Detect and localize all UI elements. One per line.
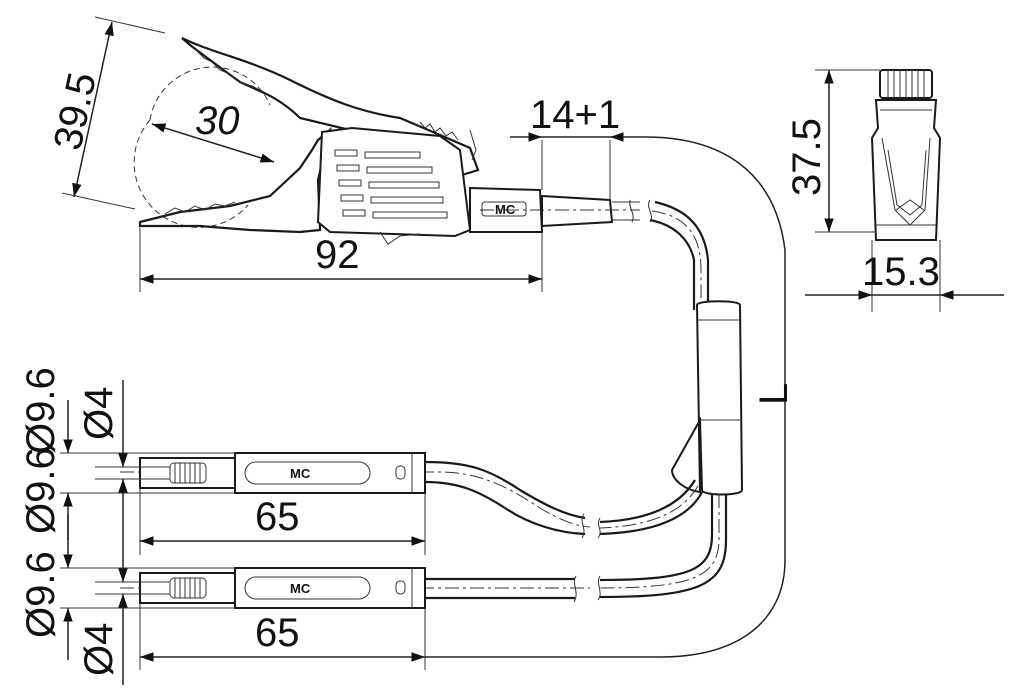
dim-plug1-body-dia-lower: Ø9.6 [19, 447, 63, 534]
cable: L [120, 136, 796, 658]
jaw-opening-circle [149, 66, 271, 121]
dim-jaw-opening: 30 [195, 99, 240, 143]
clip-side-view [870, 69, 942, 241]
upper-jaw [181, 37, 480, 177]
dim-cable-length: L [752, 383, 796, 405]
dim-plug1-pin-dia: Ø4 [77, 387, 121, 440]
cable-length-arc [644, 136, 786, 658]
dim-cable-offset: 14+1 [530, 93, 620, 137]
dim-plug2-body-dia: Ø9.6 [19, 551, 63, 638]
plug2-brand-label: MC [290, 581, 311, 596]
side-view-dimensions: 37.5 15.3 [785, 69, 1004, 312]
dim-side-width: 15.3 [862, 250, 940, 294]
clip-grip-slots [334, 149, 448, 219]
clip-dimensions: 39.5 30 92 14+1 [46, 16, 645, 292]
alligator-clip: MC [133, 37, 640, 245]
banana-plug-2: MC [139, 567, 426, 609]
plug1-brand-label: MC [290, 466, 311, 481]
dim-clip-length: 92 [315, 233, 360, 277]
dim-plug1-body-dia: Ø9.6 [19, 367, 63, 454]
plug-dimensions: Ø4 Ø9.6 Ø9.6 Ø9.6 Ø4 65 65 [19, 367, 660, 685]
dim-clip-height: 39.5 [46, 69, 105, 154]
banana-plug-1: MC [139, 452, 426, 494]
dim-plug1-length: 65 [255, 495, 300, 539]
dim-plug2-length: 65 [255, 611, 300, 655]
dim-side-height: 37.5 [785, 118, 829, 196]
dim-plug2-pin-dia: Ø4 [77, 623, 121, 676]
cable-junction-boot [670, 300, 744, 496]
